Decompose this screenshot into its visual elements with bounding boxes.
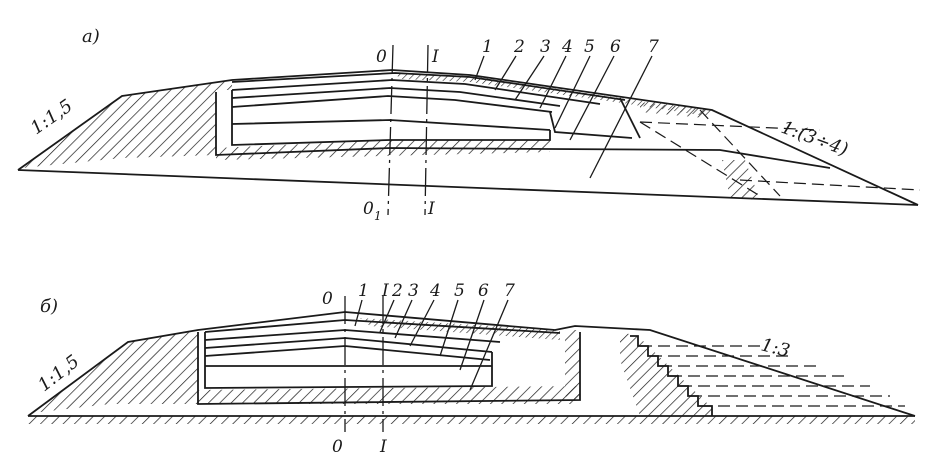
diagram-a <box>17 44 921 216</box>
layer-number: 7 <box>648 37 659 57</box>
layer-2-a <box>231 79 601 105</box>
layer-number: 3 <box>540 37 551 57</box>
layer-numbers-a: 1 2 3 4 5 6 7 <box>482 37 659 57</box>
trench-box-b <box>204 332 493 389</box>
axis-I-a <box>424 44 429 216</box>
base-line-a <box>17 169 919 206</box>
axis-0-bottom-sub-a: 1 <box>374 209 382 223</box>
layer-6-slope-a <box>619 97 641 139</box>
layer-number: 5 <box>454 281 465 301</box>
layer-number: 5 <box>584 37 595 57</box>
axis-I-bottom-label-b: I <box>379 437 387 457</box>
trench-outer-b <box>197 332 581 405</box>
axis-0-top-label-a: 0 <box>376 47 387 67</box>
panel-label-a: а) <box>82 26 100 47</box>
layer-6-frame-a <box>549 111 633 139</box>
layer-1-a <box>231 72 626 101</box>
layer-4-a <box>231 95 553 113</box>
layer-number: 6 <box>478 281 489 301</box>
hatch-left-shoulder-a <box>22 80 232 168</box>
layer-number: 3 <box>408 281 419 301</box>
layer-number: 4 <box>429 281 441 301</box>
layer-3-a <box>231 87 561 107</box>
layer-number: 7 <box>504 281 515 301</box>
hatch-steps-b <box>620 332 712 416</box>
axis-I-bottom-label-a: I <box>427 199 435 219</box>
diagram-b <box>27 296 916 432</box>
slope-right-b: 1:3 <box>759 334 792 361</box>
axis-I-top-label-a: I <box>431 47 439 67</box>
hatch-ground-b <box>28 416 915 424</box>
dashed-lines-a <box>639 109 921 197</box>
leaders-b <box>354 299 509 391</box>
hatch-trench-bottom-b <box>198 386 580 404</box>
leaders-a <box>474 55 653 179</box>
hatch-trench-right-b <box>565 330 580 404</box>
layer-number: 4 <box>561 37 573 57</box>
axis-0-a <box>387 44 394 216</box>
layer-number: 6 <box>610 37 621 57</box>
axis-0-bottom-label-b: 0 <box>332 437 343 457</box>
base-mid-a <box>231 119 551 131</box>
hatch-step-a <box>722 160 760 200</box>
layer-number: 2 <box>513 37 525 57</box>
dashed-lines-b <box>640 345 905 407</box>
panel-label-b: б) <box>40 296 58 317</box>
hatch-right-top-a <box>640 102 712 118</box>
hatch-left-b <box>32 330 198 413</box>
slope-right-a: 1:(3÷4) <box>778 117 851 161</box>
layer-number: 1 <box>482 37 493 57</box>
axis-I-top-label-b: I <box>381 281 389 301</box>
axis-0-bottom-label-a: 0 <box>363 199 374 219</box>
layer-number: 2 <box>391 281 403 301</box>
layer-numbers-b: 1 2 3 4 5 6 7 <box>358 281 515 301</box>
layer-number: 1 <box>358 281 369 301</box>
axis-0-top-label-b: 0 <box>322 289 333 309</box>
layer-3-b <box>204 337 493 353</box>
hatch-bottom-a <box>216 140 550 160</box>
